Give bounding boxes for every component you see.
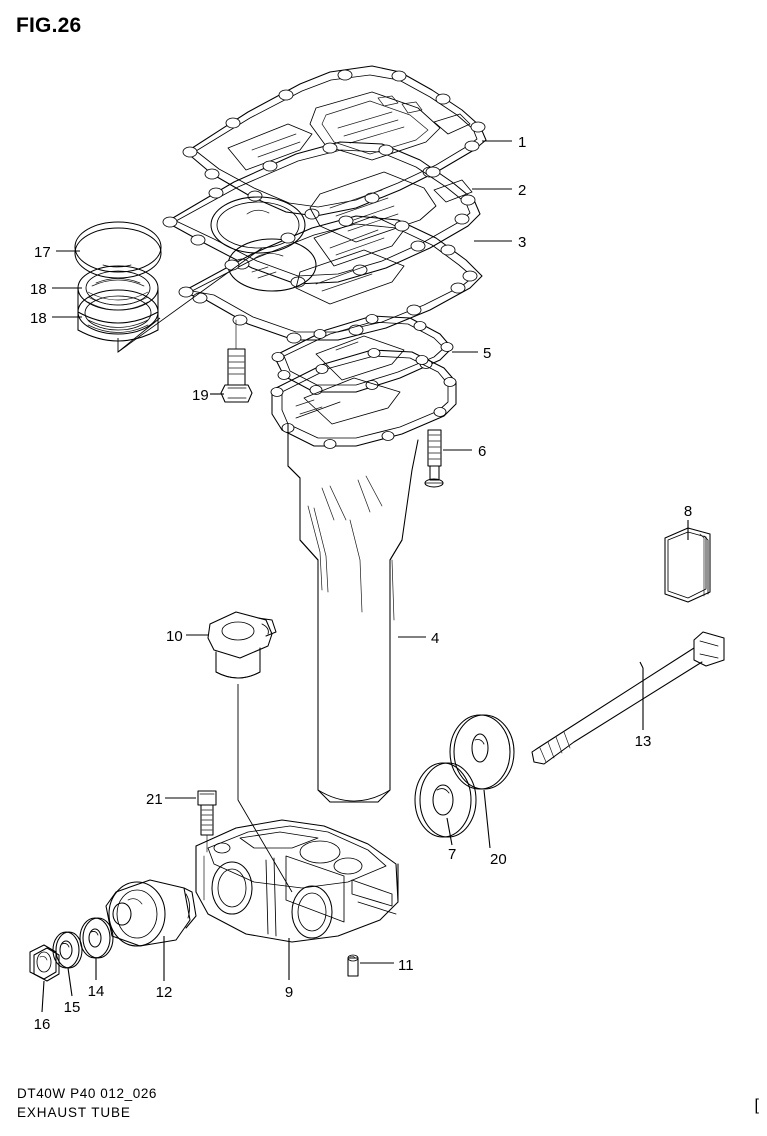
footer-block: DT40W P40 012_026 EXHAUST TUBE — [17, 1084, 157, 1122]
callout-9: 9 — [285, 984, 293, 1001]
part-12-bushing — [105, 879, 197, 947]
callout-15: 15 — [64, 999, 81, 1016]
section-name: EXHAUST TUBE — [17, 1105, 131, 1120]
callout-12: 12 — [156, 984, 173, 1001]
part-20-washer — [449, 714, 515, 790]
part-2-exhaust-cover — [162, 141, 481, 292]
callout-16: 16 — [34, 1016, 51, 1033]
part-4-exhaust-tube — [287, 423, 419, 803]
callout-10: 10 — [166, 628, 183, 645]
callout-13: 13 — [635, 733, 652, 750]
model-code: DT40W P40 012_026 — [17, 1086, 158, 1101]
part-14-washer — [79, 917, 114, 959]
callout-5: 5 — [483, 345, 491, 362]
callout-21: 21 — [146, 791, 163, 808]
part-15-lock-washer — [52, 931, 83, 969]
callout-8: 8 — [684, 503, 692, 520]
callout-1: 1 — [518, 134, 526, 151]
callout-18-upper: 18 — [30, 281, 47, 298]
callout-19: 19 — [192, 387, 209, 404]
callout-14: 14 — [88, 983, 105, 1000]
part-13-long-bolt — [531, 631, 725, 765]
callout-2: 2 — [518, 182, 526, 199]
upper-housing-assembly — [162, 65, 487, 344]
callout-6: 6 — [478, 443, 486, 460]
part-6-bolt — [424, 429, 444, 488]
callout-7: 7 — [448, 846, 456, 863]
page-title: FIG.26 — [16, 14, 82, 37]
part-9-lower-mount-housing — [195, 819, 399, 943]
corner-bracket-mark: [ — [754, 1097, 759, 1114]
part-7-mount-rubber — [414, 762, 477, 838]
part-1-upper-gasket — [182, 65, 487, 220]
callout-17: 17 — [34, 244, 51, 261]
callout-11: 11 — [398, 957, 414, 974]
part-11-dowel-pin — [347, 954, 359, 977]
callout-numbers: 1 2 3 4 5 6 7 8 9 10 11 12 13 14 15 16 1… — [30, 134, 692, 1033]
callout-20: 20 — [490, 851, 507, 868]
part-10-grommet — [207, 611, 293, 893]
part-21-bolt — [197, 790, 217, 853]
callout-4: 4 — [431, 630, 439, 647]
part-19-bolt — [220, 319, 253, 403]
callout-18-lower: 18 — [30, 310, 47, 327]
parts-17-18-seal-stack — [74, 221, 263, 353]
callout-leader-lines — [41, 140, 689, 1013]
callout-3: 3 — [518, 234, 526, 251]
part-16-nut — [29, 944, 60, 982]
part-5-tube-flange — [270, 314, 457, 449]
